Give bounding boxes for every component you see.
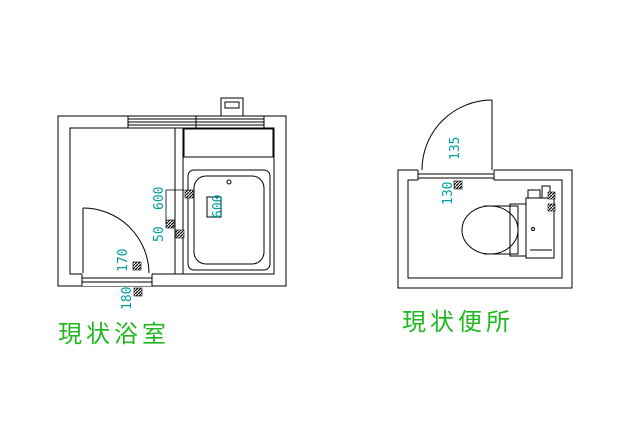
- bathtub-outer: [187, 169, 271, 271]
- dim-600-tub: 600: [211, 195, 226, 218]
- tub-drain: [226, 179, 232, 185]
- bathtub-inner: [193, 175, 265, 265]
- toilet-fixture: [461, 185, 555, 259]
- bath-outer-wall: [57, 115, 287, 287]
- toilet-inner-wall: [407, 179, 563, 279]
- toilet-door: [421, 99, 493, 171]
- dim-170: 170: [116, 249, 131, 272]
- dim-600-left: 600: [152, 187, 167, 210]
- bath-dimension-lines: [165, 189, 208, 224]
- bath-window: [127, 115, 265, 129]
- dim-130: 130: [441, 182, 456, 205]
- toilet-markers: [453, 180, 556, 212]
- bathroom-plan: [57, 97, 287, 287]
- toilet-outer-wall: [397, 169, 573, 289]
- dim-50: 50: [152, 226, 167, 242]
- toilet-title: 現状便所: [402, 308, 514, 336]
- bath-markers: [132, 189, 194, 297]
- bath-inner-wall: [69, 127, 275, 275]
- tub-counter: [183, 128, 274, 158]
- dim-135: 135: [448, 137, 463, 160]
- dim-180: 180: [120, 287, 135, 310]
- toilet-plan: [397, 99, 573, 289]
- water-heater: [220, 97, 244, 117]
- bath-title: 現状浴室: [58, 320, 170, 348]
